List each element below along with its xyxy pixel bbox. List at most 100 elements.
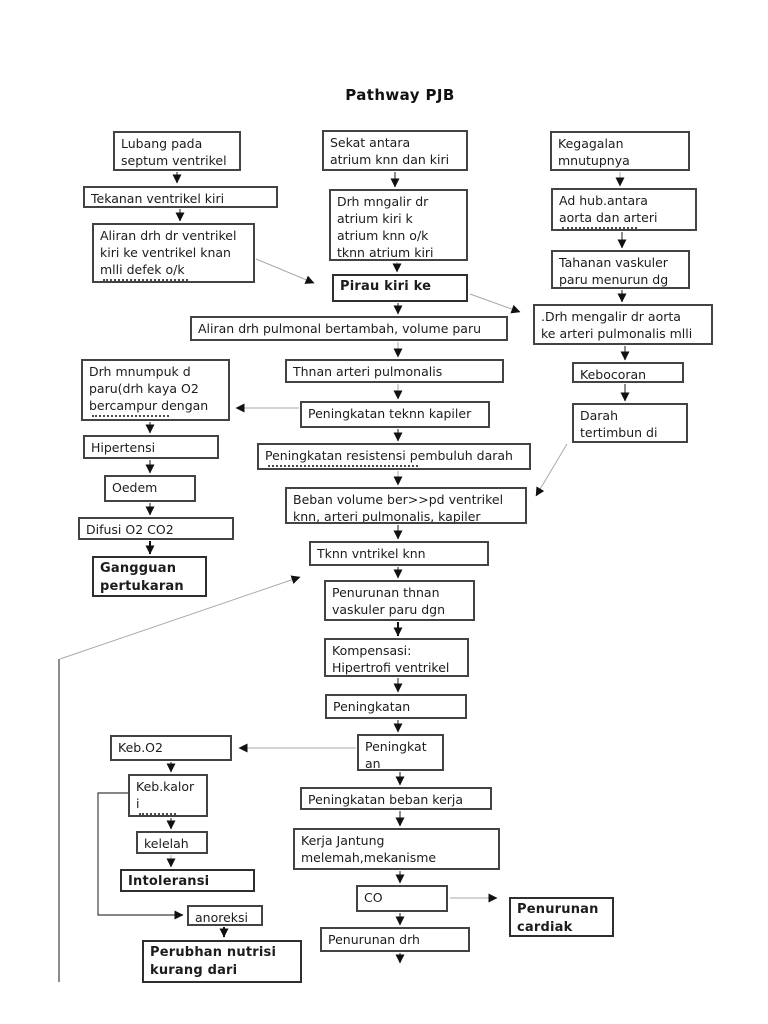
flow-box-line: i <box>136 796 140 811</box>
flow-box-line: kurang dari <box>150 962 238 978</box>
flow-box-beban-volume: Beban volume ber>>pd ventrikel knn, arter… <box>285 487 527 524</box>
flow-box-line: Hipertrofi ventrikel <box>332 660 450 675</box>
flow-box-drh-mnumpuk: Drh mnumpuk d paru(drh kaya O2 bercampur d… <box>81 359 230 421</box>
flow-box-line: tertimbun di <box>580 425 658 440</box>
flow-box-perubhan-nutrisi: Perubhan nutrisi kurang dari <box>142 940 302 983</box>
flow-box-penurunan-cardiak: Penurunan cardiak <box>509 897 614 937</box>
flow-box-line: Peningkatan <box>333 699 411 714</box>
flow-box-line: Tekanan ventrikel kiri <box>91 191 225 206</box>
flow-box-line: Beban volume ber>>pd ventrikel <box>293 492 504 507</box>
flow-box-line: knn, arteri pulmonalis, kapiler <box>293 509 481 524</box>
flow-box-kelelah: kelelah <box>136 831 208 854</box>
flow-box-line: Drh mngalir dr <box>337 194 429 209</box>
flow-box-keb-o2: Keb.O2 <box>110 735 232 761</box>
flow-box-line: Kebocoran <box>580 367 647 382</box>
flow-box-line: mnutupnya <box>558 153 630 168</box>
flow-box-line: Ad hub.antara <box>559 193 648 208</box>
flow-box-line: .Drh mengalir dr aorta <box>541 309 681 324</box>
flow-box-ad-hub-antara: Ad hub.antara aorta dan arteri <box>551 188 697 231</box>
flow-box-line: Sekat antara <box>330 135 411 150</box>
flow-box-aliran-pulmonal: Aliran drh pulmonal bertambah, volume pa… <box>190 316 508 341</box>
flow-box-drh-mengalir-aorta: .Drh mengalir dr aorta ke arteri pulmonal… <box>533 304 713 345</box>
flow-box-line: Gangguan <box>100 561 177 576</box>
flow-box-penurunan-thnan: Penurunan thnan vaskuler paru dgn <box>324 580 475 621</box>
flow-box-line: atrium kiri k <box>337 211 413 226</box>
flow-box-beban-kerja: Peningkatan beban kerja <box>300 787 492 810</box>
flow-box-line: aorta dan arteri <box>559 210 658 225</box>
flow-box-intoleransi: Intoleransi <box>120 869 255 892</box>
flow-box-peningkatan-teknn: Peningkatan teknn kapiler <box>300 401 490 428</box>
flow-box-line: Kegagalan <box>558 136 624 151</box>
flow-box-line: Tknn vntrikel knn <box>317 546 426 561</box>
flow-box-hipertensi: Hipertensi <box>83 435 219 459</box>
flow-box-difusi: Difusi O2 CO2 <box>78 517 234 540</box>
flow-box-line: Difusi O2 CO2 <box>86 522 174 537</box>
flow-box-line: an <box>365 756 381 771</box>
flow-box-line: vaskuler paru dgn <box>332 602 446 617</box>
flow-box-line: cardiak <box>517 919 573 935</box>
flow-box-line: atrium knn dan kiri <box>330 152 450 167</box>
flow-box-line: kelelah <box>144 836 189 851</box>
flow-box-co: CO <box>356 885 448 912</box>
flow-box-pirau-kiri-ke: Pirau kiri ke <box>332 274 468 302</box>
flow-box-gangguan-pertukaran: Gangguan pertukaran <box>92 556 207 597</box>
flow-box-aliran-drh-ventrikel: Aliran drh dr ventrikel kiri ke ventrikel… <box>92 223 255 283</box>
flow-box-line: ke arteri pulmonalis mlli <box>541 326 693 341</box>
flow-box-line: kiri ke ventrikel knan <box>100 245 231 260</box>
flow-box-anoreksi: anoreksi <box>187 905 263 926</box>
flow-box-line: paru menurun dg <box>559 272 669 287</box>
flow-box-sekat-antara: Sekat antara atrium knn dan kiri <box>322 130 468 171</box>
flow-box-tahanan-vaskuler: Tahanan vaskuler paru menurun dg <box>551 250 690 289</box>
flow-box-kerja-jantung: Kerja Jantung melemah,mekanisme <box>293 828 500 870</box>
flow-box-keb-kalor: Keb.kalor i <box>128 774 208 817</box>
flow-box-line: Pirau kiri ke <box>340 279 432 294</box>
flow-box-line: Hipertensi <box>91 440 156 455</box>
flow-box-line: Tahanan vaskuler <box>559 255 668 270</box>
flow-box-kebocoran: Kebocoran <box>572 362 684 383</box>
flow-box-kompensasi: Kompensasi: Hipertrofi ventrikel <box>324 638 469 677</box>
flow-box-line: Drh mnumpuk d <box>89 364 191 379</box>
flow-box-line: Thnan arteri pulmonalis <box>293 364 443 379</box>
connector-pirau-to-drh-aorta <box>469 293 521 314</box>
page-title: Pathway PJB <box>345 86 455 104</box>
flow-box-line: tknn atrium kiri <box>337 245 434 260</box>
flow-box-line: septum ventrikel <box>121 153 227 168</box>
flow-box-drh-mngalir-atrium: Drh mngalir dr atrium kiri k atrium knn o/… <box>329 189 468 261</box>
flow-box-line: Peningkatan teknn kapiler <box>308 406 472 421</box>
flow-box-line: Penurunan thnan <box>332 585 440 600</box>
flow-box-line: pertukaran <box>100 578 184 594</box>
flow-box-line: Keb.kalor <box>136 779 195 794</box>
flow-box-line: mlli defek o/k <box>100 262 185 277</box>
connector-darah-to-beban <box>535 443 568 497</box>
flow-box-line: atrium knn o/k <box>337 228 429 243</box>
flow-box-line: Aliran drh dr ventrikel <box>100 228 237 243</box>
flow-box-resistensi-pembuluh: Peningkatan resistensi pembuluh darah <box>257 443 531 470</box>
flow-box-line: paru(drh kaya O2 <box>89 381 199 396</box>
flow-box-line: melemah,mekanisme <box>301 850 437 865</box>
flow-box-line: Penurunan drh <box>328 932 420 947</box>
flow-box-line: Penurunan <box>517 902 599 917</box>
flow-box-line: CO <box>364 890 383 905</box>
flow-box-thnan-arteri: Thnan arteri pulmonalis <box>285 359 504 383</box>
flow-box-line: Darah <box>580 408 619 423</box>
flow-box-line: Kompensasi: <box>332 643 412 658</box>
flow-box-oedem: Oedem <box>104 475 196 502</box>
flow-box-tknn-vntrikel: Tknn vntrikel knn <box>309 541 489 566</box>
flow-box-tekanan-ventrikel: Tekanan ventrikel kiri <box>83 186 278 208</box>
flow-box-line: anoreksi <box>195 910 249 925</box>
flow-box-line: Aliran drh pulmonal bertambah, volume pa… <box>198 321 482 336</box>
flow-box-line: Oedem <box>112 480 158 495</box>
flow-box-darah-tertimbun: Darah tertimbun di <box>572 403 688 443</box>
flow-box-line: Kerja Jantung <box>301 833 385 848</box>
flow-box-kegagalan: Kegagalan mnutupnya <box>550 131 690 171</box>
flow-box-line: Perubhan nutrisi <box>150 945 277 960</box>
connector-aliran-to-pirau <box>255 258 315 284</box>
flow-box-line: Keb.O2 <box>118 740 163 755</box>
flow-box-line: bercampur dengan <box>89 398 209 413</box>
flow-box-line: Peningkatan resistensi pembuluh darah <box>265 448 513 463</box>
flow-box-line: Peningkatan beban kerja <box>308 792 464 807</box>
flow-box-line: Intoleransi <box>128 874 210 889</box>
